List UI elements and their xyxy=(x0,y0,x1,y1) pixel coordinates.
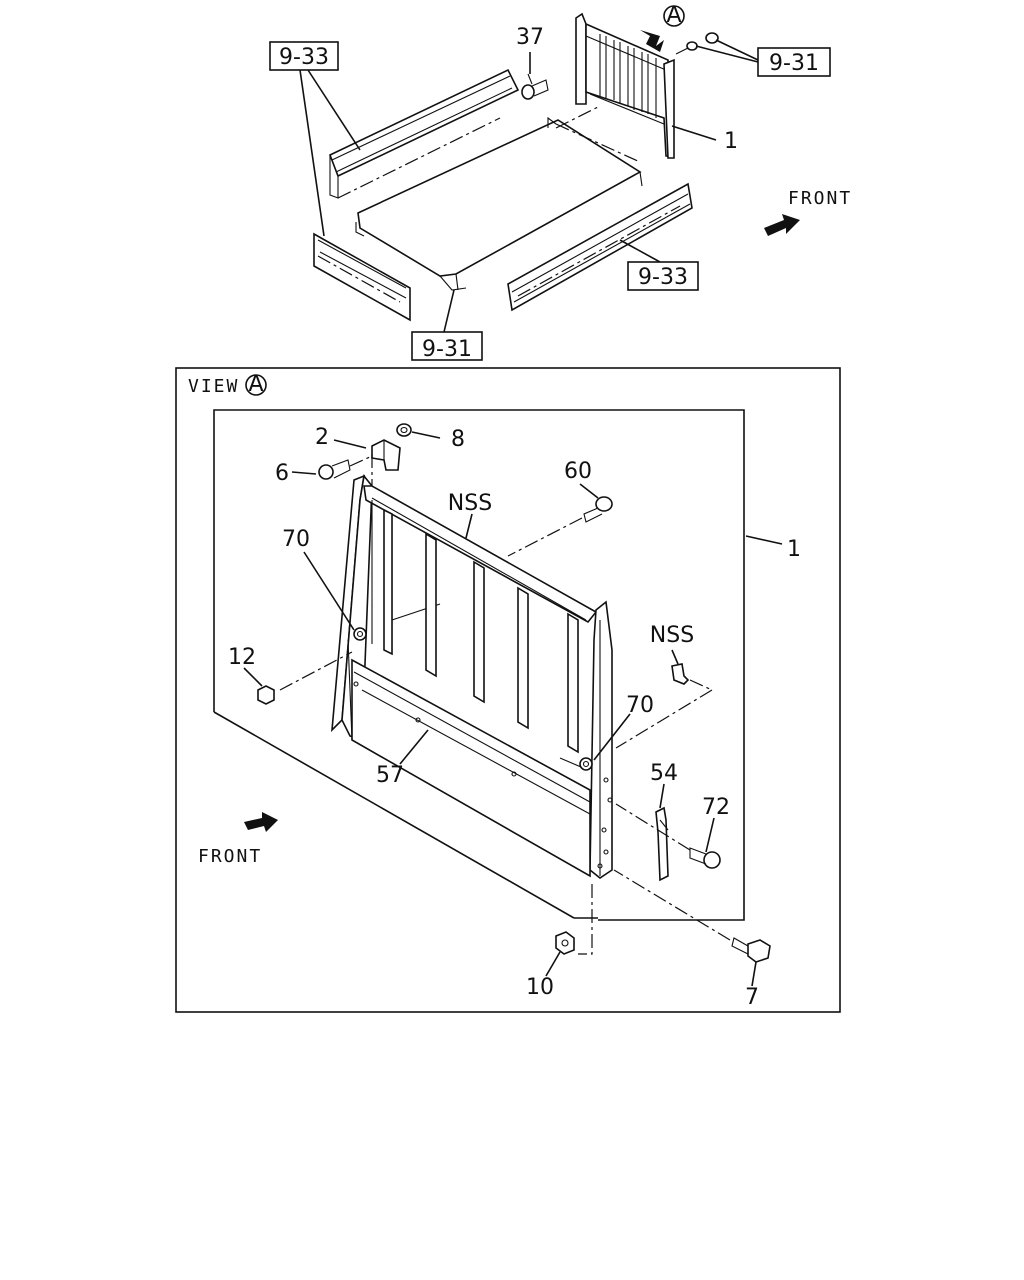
callout-6: 6 xyxy=(275,461,289,486)
leader-72 xyxy=(705,817,715,853)
callout-10: 10 xyxy=(526,975,554,1000)
callout-nss-top: NSS xyxy=(448,491,492,516)
callout-1-detail: 1 xyxy=(787,537,801,562)
nut-10 xyxy=(555,884,593,955)
ref-933-b: 9-33 xyxy=(638,265,688,290)
leader-6 xyxy=(291,471,317,475)
front-label-detail: FRONT xyxy=(198,846,262,867)
front-label-top: FRONT xyxy=(788,188,852,209)
bed-floor xyxy=(355,116,643,291)
callout-37: 37 xyxy=(516,25,544,50)
side-gate-lower-right xyxy=(507,182,693,312)
leader-57 xyxy=(399,729,429,765)
leader-2 xyxy=(333,439,367,449)
inner-box xyxy=(213,409,745,921)
callout-70-right: 70 xyxy=(626,693,654,718)
leader-70-right xyxy=(593,713,631,761)
leader-1-detail xyxy=(745,535,783,545)
view-a-marker-text: A xyxy=(666,3,681,28)
ref-box-933-b: 9-33 xyxy=(627,261,699,291)
callout-12: 12 xyxy=(228,645,256,670)
slats xyxy=(383,508,579,754)
bolt-37-top xyxy=(521,73,549,100)
view-title: VIEW xyxy=(188,376,239,397)
leader-12 xyxy=(243,667,263,687)
top-exploded-view: A FRONT 9-33 9-31 9-33 9-31 3 xyxy=(269,3,852,362)
hook-70-right xyxy=(579,757,593,771)
latch-54 xyxy=(655,806,669,882)
bolt-72 xyxy=(615,803,721,869)
nut-8 xyxy=(396,423,412,437)
ref-931-top: 9-31 xyxy=(769,51,819,76)
callout-2: 2 xyxy=(315,425,329,450)
bolt-60 xyxy=(507,496,613,557)
view-a-arrow-icon xyxy=(640,30,664,52)
callout-57: 57 xyxy=(376,763,404,788)
clip-nss xyxy=(615,663,713,749)
leader-8 xyxy=(411,431,441,439)
leader-933-a-1 xyxy=(307,69,361,151)
leader-933-a-2 xyxy=(299,69,325,237)
leader-1-top xyxy=(671,125,717,141)
leader-7 xyxy=(751,961,757,987)
view-title-marker: A xyxy=(248,372,263,397)
leader-10 xyxy=(545,951,561,977)
front-arrow-icon-top xyxy=(764,214,800,236)
leader-933-b xyxy=(619,239,661,263)
callout-7: 7 xyxy=(745,985,759,1010)
bracket-2 xyxy=(371,439,401,471)
detail-title: VIEW A xyxy=(188,372,267,397)
bolt-6 xyxy=(318,455,373,480)
callout-60: 60 xyxy=(564,459,592,484)
callout-72: 72 xyxy=(702,795,730,820)
leader-60 xyxy=(579,483,599,499)
ref-933-a: 9-33 xyxy=(279,45,329,70)
callout-1-top: 1 xyxy=(724,129,738,154)
leader-nss-right xyxy=(671,649,679,665)
hook-70-left xyxy=(353,627,367,641)
side-gate-upper xyxy=(328,68,520,199)
leader-54 xyxy=(659,783,665,809)
leader-931-bottom xyxy=(443,289,455,333)
bolt-7 xyxy=(613,869,771,963)
ref-box-933-a: 9-33 xyxy=(269,41,339,71)
ref-box-931-top: 9-31 xyxy=(757,47,831,77)
view-a-marker: A xyxy=(663,3,685,28)
ref-box-931-bottom: 9-31 xyxy=(411,331,483,362)
side-gate-lower-left xyxy=(313,232,411,322)
detail-frame xyxy=(175,367,841,1013)
callout-70-left: 70 xyxy=(282,527,310,552)
headboard-detail xyxy=(331,474,613,879)
detail-view-a: VIEW A xyxy=(175,367,841,1013)
headboard-small xyxy=(555,12,675,159)
callout-8: 8 xyxy=(451,427,465,452)
nut-12 xyxy=(257,651,353,705)
washer-nut-top xyxy=(675,32,759,63)
callout-nss-right: NSS xyxy=(650,623,694,648)
ref-931-bottom: 9-31 xyxy=(422,337,472,362)
callout-54: 54 xyxy=(650,761,678,786)
leader-nss-top xyxy=(465,513,473,539)
inner-box-diagonal xyxy=(213,711,575,919)
front-arrow-icon-detail xyxy=(244,812,278,832)
leader-70-left xyxy=(303,551,355,631)
